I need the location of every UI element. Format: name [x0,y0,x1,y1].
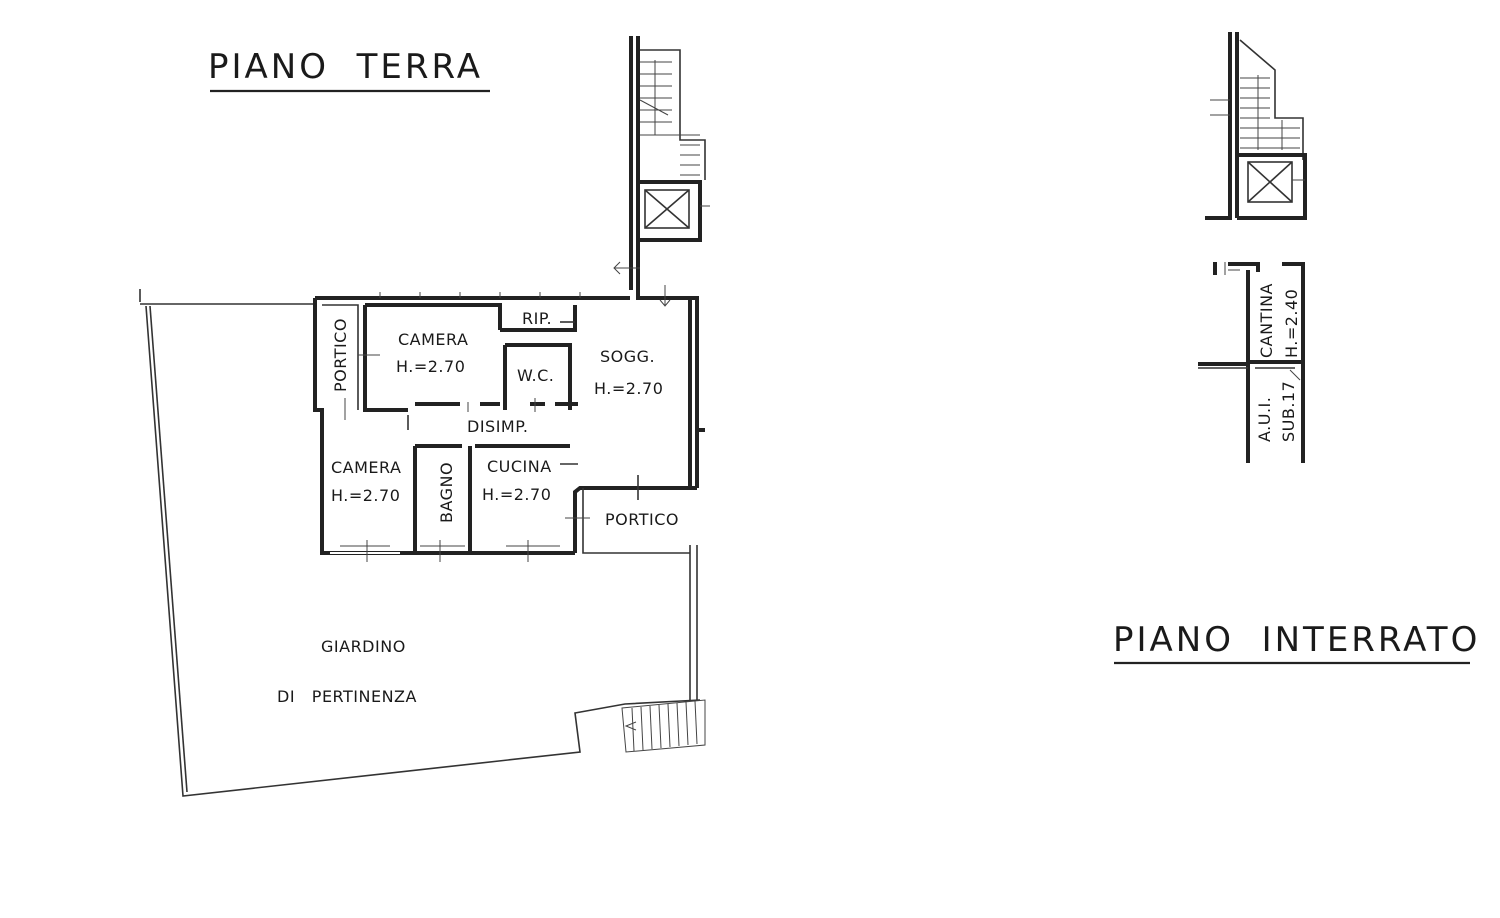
stairs-icon [621,699,706,753]
ground-floor-title: PIANO TERRA [208,47,490,93]
room-label-soggiorno: SOGG. [600,347,655,366]
room-label-di-pertinenza: DI PERTINENZA [277,687,417,706]
elevator-icon [1247,161,1293,203]
room-label-giardino: GIARDINO [321,637,406,656]
room-label-disimpegno: DISIMP. [467,417,528,436]
room-label-portico-left: PORTICO [331,318,350,392]
room-label-bagno: BAGNO [437,462,456,523]
room-labels: PORTICO CAMERA H.=2.70 RIP. W.C. SOGG. H… [277,309,679,706]
room-height-cantina: H.=2.40 [1282,289,1301,358]
elevator-icon [644,189,690,229]
room-label-aui: A.U.I. [1255,397,1274,442]
basement-plan: CANTINA H.=2.40 A.U.I. SUB.17 [1198,32,1307,463]
room-label-camera-top: CAMERA [398,330,468,349]
room-label-cantina: CANTINA [1257,283,1276,358]
door-arrow-icon [659,285,671,307]
garden-boundary [139,289,701,797]
room-height-camera-top: H.=2.70 [396,357,465,376]
ground-floor-title-text: PIANO TERRA [208,47,483,87]
basement-title: PIANO INTERRATO [1113,620,1480,665]
room-label-portico-right: PORTICO [605,510,679,529]
room-height-camera-bottom: H.=2.70 [331,486,400,505]
room-label-cucina: CUCINA [487,457,552,476]
stair-core [613,36,710,300]
apartment-walls [313,285,705,562]
room-height-cucina: H.=2.70 [482,485,551,504]
room-label-camera-bottom: CAMERA [331,458,401,477]
basement-title-text: PIANO INTERRATO [1113,620,1480,660]
room-height-soggiorno: H.=2.70 [594,379,663,398]
room-label-wc: W.C. [517,366,554,385]
room-label-rip: RIP. [522,309,552,328]
room-label-sub: SUB.17 [1279,381,1298,442]
